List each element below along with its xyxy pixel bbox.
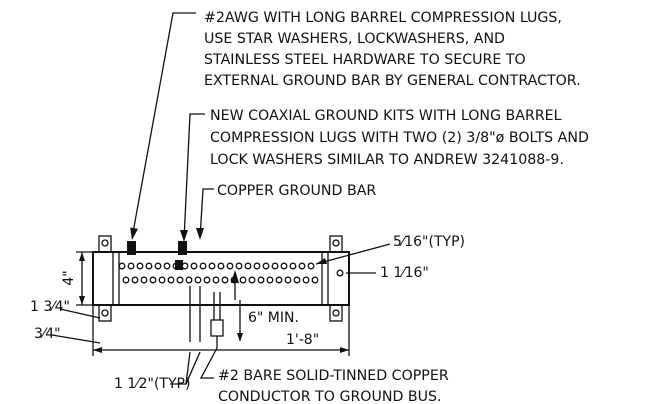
six-min-dim: 6" MIN. (231, 270, 299, 342)
awg-note-line4: EXTERNAL GROUND BAR BY GENERAL CONTRACTO… (204, 73, 581, 89)
awg-note-line2: USE STAR WASHERS, LOCKWASHERS, AND (204, 31, 505, 47)
length-label: 1'-8" (286, 332, 319, 348)
height-label: 4" (61, 270, 77, 285)
coax-note-line2: COMPRESSION LUGS WITH TWO (2) 3/8"ø BOLT… (210, 130, 589, 146)
hole-dia-label: 5⁄16"(TYP) (393, 234, 465, 250)
coax-note: NEW COAXIAL GROUND KITS WITH LONG BARREL… (210, 108, 589, 168)
edge-distance-label: 1 1⁄16" (380, 265, 429, 281)
one-half-typ: 1 1⁄2"(TYP) (114, 351, 201, 392)
bare-note-line2: CONDUCTOR TO GROUND BUS. (218, 389, 442, 404)
height-dim: 4" (61, 251, 93, 306)
coax-note-line1: NEW COAXIAL GROUND KITS WITH LONG BARREL (210, 108, 562, 124)
six-min-label: 6" MIN. (248, 310, 299, 326)
coax-leader (180, 113, 205, 242)
copper-ground-bar (92, 251, 350, 306)
hole-pattern (118, 262, 344, 284)
awg-note: #2AWG WITH LONG BARREL COMPRESSION LUGS,… (204, 10, 581, 89)
compression-lugs (127, 241, 187, 270)
dim-1-3-4: 1 3⁄4" (30, 299, 70, 315)
awg-note-line3: STAINLESS STEEL HARDWARE TO SECURE TO (204, 52, 526, 68)
awg-note-line1: #2AWG WITH LONG BARREL COMPRESSION LUGS, (204, 10, 562, 26)
coax-note-line3: LOCK WASHERS SIMILAR TO ANDREW 3241088-9… (210, 152, 564, 168)
down-conductors (189, 286, 224, 348)
right-dims: 5⁄16"(TYP) 1 1⁄16" (315, 234, 465, 281)
awg-leader (130, 12, 196, 240)
length-dim: 1'-8" (92, 305, 350, 356)
dim-3-4: 3⁄4" (34, 326, 61, 342)
left-dims: 1 3⁄4" 3⁄4" (30, 299, 101, 344)
copper-bar-label: COPPER GROUND BAR (217, 183, 376, 199)
bare-note-line1: #2 BARE SOLID-TINNED COPPER (218, 368, 449, 384)
copper-bar-leader: COPPER GROUND BAR (196, 183, 376, 240)
insulators (112, 251, 329, 306)
bare-copper-note: #2 BARE SOLID-TINNED COPPER CONDUCTOR TO… (199, 347, 449, 404)
one-half-typ-label: 1 1⁄2"(TYP) (114, 376, 190, 392)
